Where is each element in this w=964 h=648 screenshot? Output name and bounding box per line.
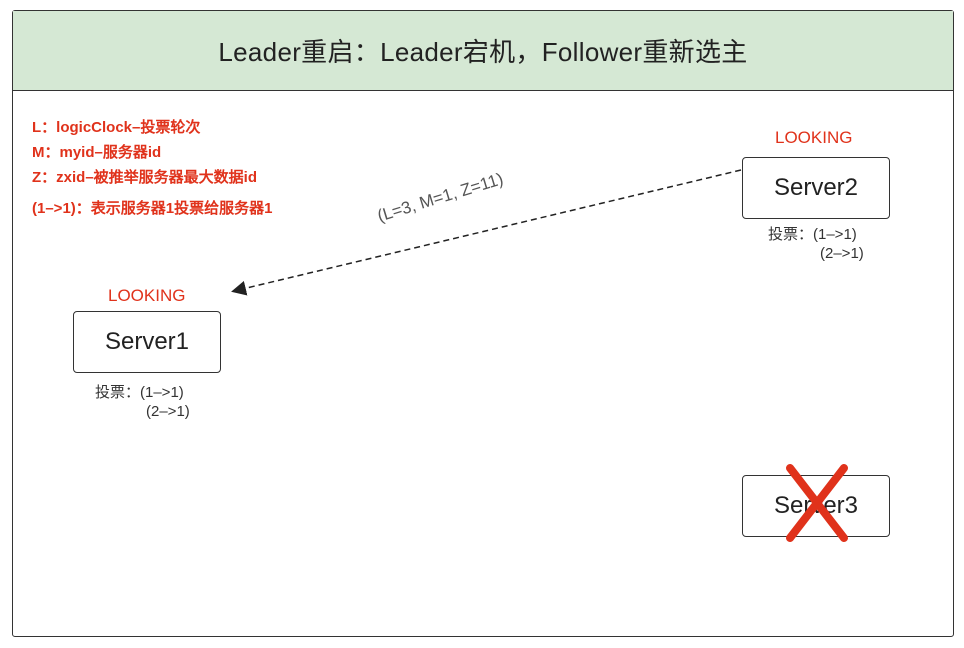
legend-item-zxid: Z：zxid–被推举服务器最大数据id xyxy=(32,169,258,186)
server1-vote-line2: (2–>1) xyxy=(146,403,190,420)
server1-vote-line1: 投票：(1–>1) xyxy=(95,384,184,401)
legend-item-vote-notation: (1–>1)：表示服务器1投票给服务器1 xyxy=(32,200,273,217)
server2-vote-line2: (2–>1) xyxy=(820,245,864,262)
header-bar: Leader重启：Leader宕机，Follower重新选主 xyxy=(13,11,953,91)
server2-status: LOOKING xyxy=(775,128,853,147)
server2-label: Server2 xyxy=(773,174,859,201)
server1-status: LOOKING xyxy=(108,286,186,305)
server1-node[interactable]: Server1 xyxy=(73,311,221,373)
server2-node[interactable]: Server2 xyxy=(742,157,890,219)
server-down-cross-icon xyxy=(786,464,848,542)
diagram-title: Leader重启：Leader宕机，Follower重新选主 xyxy=(218,37,748,67)
server1-label: Server1 xyxy=(104,328,190,355)
legend-item-logicclock: L：logicClock–投票轮次 xyxy=(32,119,201,136)
server2-vote-line1: 投票：(1–>1) xyxy=(768,226,857,243)
legend-item-myid: M：myid–服务器id xyxy=(32,144,162,161)
